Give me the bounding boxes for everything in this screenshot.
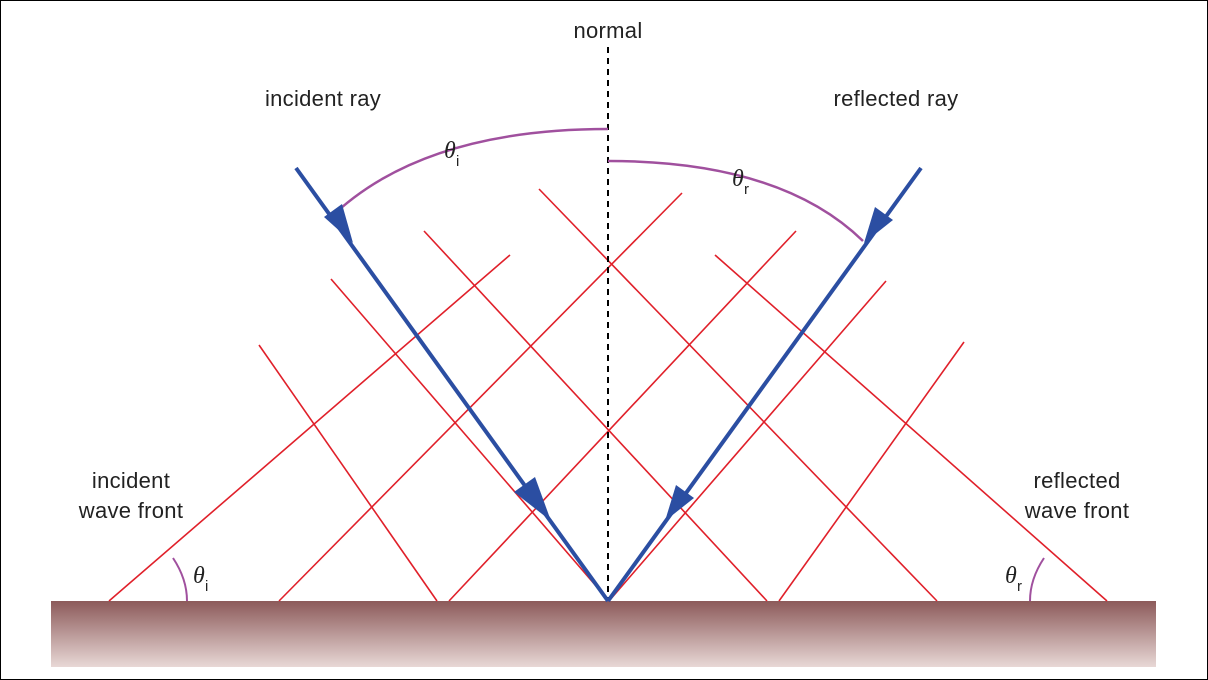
theta-r-surface-label: θ r bbox=[1005, 563, 1022, 595]
reflected-angle-arc bbox=[607, 159, 864, 242]
theta-i-surface-symbol: θ bbox=[193, 563, 205, 589]
reflected-ray-label: reflected ray bbox=[834, 86, 959, 111]
theta-i-surface-subscript: i bbox=[205, 578, 208, 595]
reflected-wave-front-label-line1: reflected bbox=[1033, 468, 1120, 493]
reflected-wave-front-5 bbox=[714, 254, 1108, 602]
reflected-wave-front-4 bbox=[538, 188, 938, 602]
reflected-arrowhead-lower bbox=[665, 485, 694, 521]
theta-r-surface-symbol: θ bbox=[1005, 563, 1017, 589]
reflected-wave-fronts bbox=[258, 188, 1108, 602]
reflected-ray-line bbox=[606, 166, 923, 603]
incident-angle-arc bbox=[328, 127, 609, 220]
incident-arrowhead-lower bbox=[514, 477, 551, 521]
incident-wave-front-2 bbox=[278, 192, 683, 602]
theta-r-top-symbol: θ bbox=[732, 166, 744, 192]
incident-ray-label: incident ray bbox=[265, 86, 381, 111]
incident-wave-fronts bbox=[108, 192, 965, 602]
incident-surface-angle-arc bbox=[172, 557, 188, 602]
incident-wave-front-1 bbox=[108, 254, 511, 602]
incident-wave-front-5 bbox=[778, 341, 965, 602]
theta-r-top-label: θ r bbox=[732, 166, 749, 198]
incident-ray-line bbox=[294, 166, 610, 603]
incident-wave-front-4 bbox=[608, 280, 887, 602]
theta-i-top-label: θ i bbox=[444, 138, 459, 170]
theta-r-top-subscript: r bbox=[744, 181, 749, 198]
reflected-wave-front-label-line2: wave front bbox=[1024, 498, 1130, 523]
ray-arrowheads bbox=[324, 204, 893, 521]
reflected-wave-front-2 bbox=[330, 278, 610, 602]
reflected-arrowhead-upper bbox=[864, 207, 893, 243]
reflected-wave-front-1 bbox=[258, 344, 438, 602]
incident-wave-front-label-line1: incident bbox=[92, 468, 170, 493]
incident-wave-front-label-line2: wave front bbox=[78, 498, 184, 523]
theta-r-surface-subscript: r bbox=[1017, 578, 1022, 595]
theta-i-top-subscript: i bbox=[456, 153, 459, 170]
theta-i-surface-label: θ i bbox=[193, 563, 208, 595]
incident-wave-front-3 bbox=[448, 230, 797, 602]
reflected-surface-angle-arc bbox=[1029, 557, 1045, 602]
theta-i-top-symbol: θ bbox=[444, 138, 456, 164]
reflecting-surface bbox=[51, 601, 1156, 667]
incident-arrowhead-upper bbox=[324, 204, 353, 243]
rays bbox=[294, 166, 923, 603]
normal-label: normal bbox=[573, 18, 642, 43]
reflected-wave-front-3 bbox=[423, 230, 768, 602]
